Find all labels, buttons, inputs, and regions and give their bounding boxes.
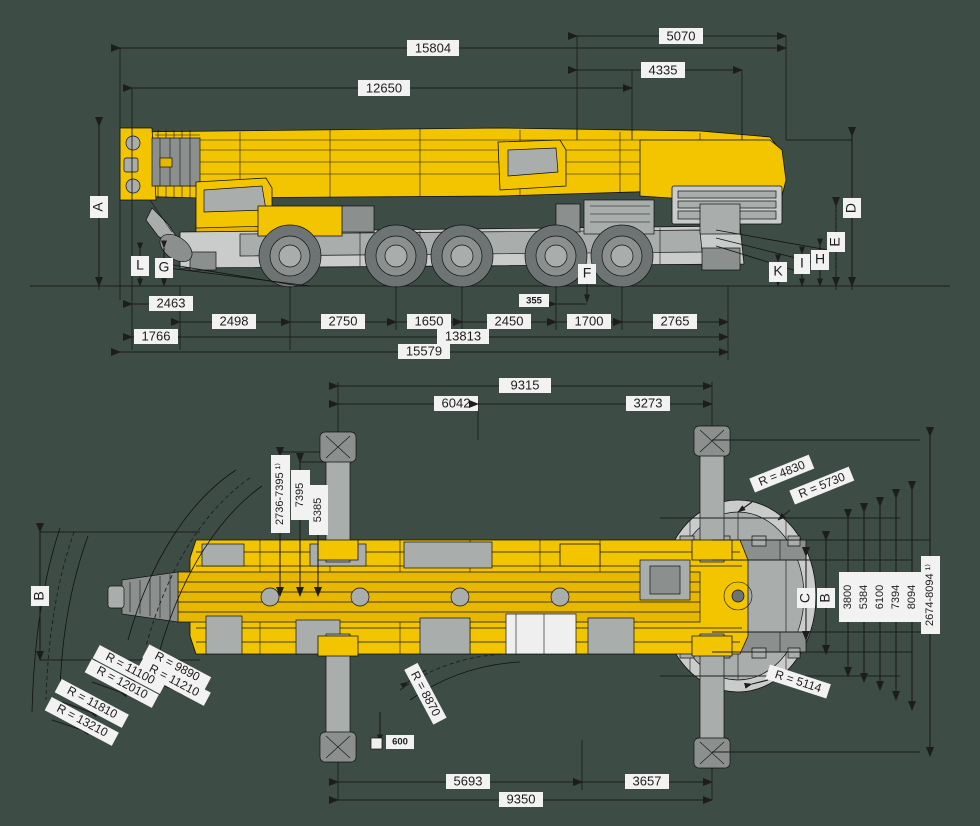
dim-label: 5693 bbox=[454, 773, 483, 788]
dim-7395: 7395 bbox=[291, 453, 310, 597]
dim-label: 8094 bbox=[906, 585, 918, 609]
dim-1650: 1650 bbox=[387, 313, 463, 329]
crane-plan-graphic bbox=[107, 425, 817, 769]
dim-label: 1650 bbox=[415, 313, 444, 328]
dim-label: 3657 bbox=[633, 773, 662, 788]
boom-plan bbox=[177, 571, 701, 623]
letter-marker: G bbox=[159, 259, 170, 275]
side-dim-chain-3: 1766 13813 bbox=[123, 328, 729, 344]
dim-5384: 5384 bbox=[855, 503, 874, 683]
dim-label: 2450 bbox=[495, 313, 524, 328]
dim-label: 3273 bbox=[634, 395, 663, 410]
side-dim-chain-1: 2463 bbox=[123, 295, 193, 311]
letter-marker: B bbox=[31, 591, 47, 600]
dim-label: 3800 bbox=[842, 585, 854, 609]
dim-9315: 9315 bbox=[329, 377, 713, 393]
dim-E-height: E bbox=[827, 197, 845, 287]
dim-label: 15804 bbox=[415, 40, 451, 55]
dim-label: 1766 bbox=[142, 328, 171, 343]
dim-15804: 15804 bbox=[111, 40, 787, 56]
dim-2765: 2765 bbox=[613, 313, 729, 329]
plan-view: 9315 6042 3273 2736-7395 ¹⁾ 7395 5385 bbox=[31, 377, 940, 807]
dim-label: 12650 bbox=[366, 80, 402, 95]
dim-label: 2674-8094 ¹⁾ bbox=[924, 564, 936, 626]
dim-C: C bbox=[797, 547, 815, 641]
dim-label: 15579 bbox=[406, 343, 442, 358]
dim-5693: 5693 bbox=[329, 773, 583, 789]
marker-H: H bbox=[811, 238, 829, 287]
letter-marker: E bbox=[827, 237, 843, 246]
dim-2463: 2463 bbox=[123, 295, 193, 311]
dim-B2: B bbox=[817, 531, 835, 655]
dim-2736-7395: 2736-7395 ¹⁾ bbox=[271, 447, 290, 597]
dim-9350: 9350 bbox=[329, 791, 713, 807]
dim-2498: 2498 bbox=[171, 313, 291, 329]
dim-3657: 3657 bbox=[573, 773, 713, 789]
dim-355: 355 bbox=[519, 294, 587, 307]
dim-2450: 2450 bbox=[453, 313, 557, 329]
wheels bbox=[258, 224, 654, 288]
dim-label: 5384 bbox=[858, 585, 870, 609]
dim-label: 6100 bbox=[874, 585, 886, 609]
dim-label: 2736-7395 ¹⁾ bbox=[274, 463, 286, 525]
letter-marker: A bbox=[90, 202, 106, 212]
marker-G: G bbox=[155, 240, 173, 287]
dim-3800: 3800 bbox=[839, 509, 858, 677]
letter-marker: I bbox=[800, 255, 804, 271]
dim-label: 2750 bbox=[329, 313, 358, 328]
letter-marker: C bbox=[797, 593, 813, 603]
dim-2674-8094: 2674-8094 ¹⁾ bbox=[921, 427, 940, 757]
letter-marker: H bbox=[815, 251, 825, 267]
dim-1700: 1700 bbox=[547, 313, 623, 329]
dim-8094: 8094 bbox=[903, 481, 922, 711]
dim-label: 4335 bbox=[649, 62, 678, 77]
dim-label: 355 bbox=[526, 296, 543, 307]
letter-marker: F bbox=[583, 265, 592, 281]
dim-label: 1700 bbox=[575, 313, 604, 328]
side-elevation: 15804 12650 5070 4335 A bbox=[30, 28, 950, 360]
dim-label: 2463 bbox=[157, 295, 186, 310]
letter-marker: K bbox=[773, 263, 783, 279]
letter-marker: D bbox=[843, 203, 859, 213]
crane-side-graphic bbox=[119, 127, 829, 288]
dim-label: 9350 bbox=[507, 791, 536, 806]
dim-600: 600 bbox=[370, 712, 414, 750]
dim-A-height: A bbox=[90, 117, 108, 287]
dim-label: 6042 bbox=[442, 395, 471, 410]
dim-6042: 6042 bbox=[329, 395, 479, 411]
marker-I: I bbox=[794, 246, 810, 287]
dim-label: 7395 bbox=[294, 483, 306, 507]
letter-marker: B bbox=[817, 593, 833, 602]
dim-label: 7394 bbox=[890, 585, 902, 609]
marker-F: F bbox=[578, 264, 596, 303]
dim-5070: 5070 bbox=[568, 28, 787, 44]
dim-6100: 6100 bbox=[871, 497, 890, 691]
letter-marker: L bbox=[136, 257, 144, 273]
dim-13813: 13813 bbox=[180, 328, 729, 344]
dim-15579: 15579 bbox=[111, 343, 729, 359]
dim-5385: 5385 bbox=[309, 485, 328, 597]
dim-2750: 2750 bbox=[281, 313, 397, 329]
dim-label: 13813 bbox=[445, 328, 481, 343]
marker-L: L bbox=[131, 242, 149, 287]
dim-D-height: D bbox=[786, 127, 861, 287]
dim-label: 9315 bbox=[511, 377, 540, 392]
dim-label: 2765 bbox=[661, 313, 690, 328]
dim-label: 5385 bbox=[312, 498, 324, 522]
marker-K: K bbox=[769, 254, 787, 287]
dim-12650: 12650 bbox=[123, 80, 633, 96]
dim-7394: 7394 bbox=[887, 489, 906, 701]
dim-1766: 1766 bbox=[123, 328, 181, 344]
dim-label: 5070 bbox=[667, 28, 696, 43]
dim-label: 2498 bbox=[220, 313, 249, 328]
dim-4335: 4335 bbox=[568, 62, 743, 78]
dim-label: 600 bbox=[392, 737, 408, 748]
side-dim-chain-2: 2498 2750 1650 2450 bbox=[171, 313, 729, 329]
dim-3273: 3273 bbox=[469, 395, 713, 411]
dim-B-width: B bbox=[31, 523, 49, 661]
